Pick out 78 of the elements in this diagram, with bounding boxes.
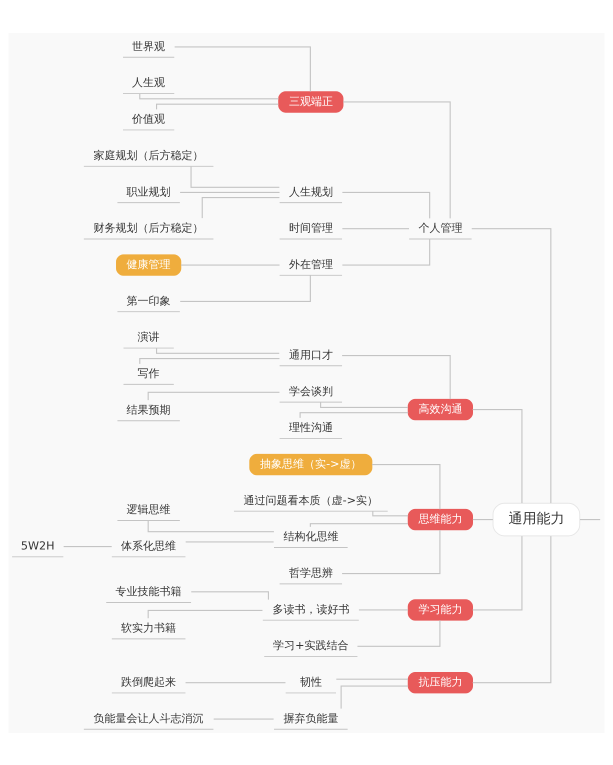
- connector: [180, 274, 311, 302]
- node-box: 学习能力: [408, 598, 473, 620]
- connector: [336, 678, 408, 680]
- node-text: 负能量会让人斗志消沉: [94, 711, 204, 724]
- node-text: 逻辑思维: [126, 502, 171, 516]
- node-text: 学习+实践结合: [273, 638, 349, 652]
- node-box: 通用能力: [492, 502, 580, 536]
- node-text: 通过问题看本质（虚->实）: [244, 493, 378, 506]
- node-text: 世界观: [132, 39, 166, 52]
- node-text: 软实力书籍: [121, 620, 176, 634]
- node-text: 5W2H: [20, 538, 55, 552]
- connector: [148, 391, 280, 400]
- connector: [343, 100, 451, 218]
- node-text: 价值观: [132, 112, 166, 126]
- connector: [320, 402, 408, 408]
- connector: [156, 348, 280, 354]
- node-text: 专业技能书籍: [116, 584, 182, 598]
- node-text: 韧性: [300, 675, 322, 688]
- node-text: 职业规划: [126, 184, 171, 198]
- node-text: 财务规划（后方稳定）: [94, 221, 204, 234]
- connector: [191, 590, 269, 600]
- node-box: 抽象思维（实->虚）: [249, 453, 372, 475]
- connector: [342, 238, 430, 266]
- node-box: 健康管理: [116, 254, 182, 276]
- connector: [180, 264, 280, 266]
- node-text: 家庭规划（后方稳定）: [94, 148, 204, 162]
- node-box: 思维能力: [408, 508, 473, 530]
- connector: [186, 540, 274, 542]
- connector: [214, 718, 274, 720]
- node-text: 跌倒爬起来: [121, 675, 176, 688]
- node-text: 学会谈判: [288, 384, 333, 398]
- connector: [148, 609, 262, 618]
- node-text: 外在管理: [288, 257, 333, 270]
- connector: [202, 196, 280, 218]
- node-text: 人生观: [132, 76, 166, 89]
- connector: [357, 620, 440, 646]
- connector: [472, 536, 552, 683]
- connector: [186, 682, 286, 683]
- node-text: 体系化思维: [121, 538, 176, 552]
- node-text: 结果预期: [126, 402, 171, 416]
- node-box: 高效沟通: [408, 398, 473, 420]
- connector: [190, 166, 280, 188]
- connector: [372, 510, 408, 516]
- node-text: 多读书，读好书: [272, 602, 350, 616]
- node-text: 哲学思辨: [288, 566, 333, 579]
- connector: [64, 546, 112, 547]
- connector: [358, 608, 408, 610]
- connector: [180, 191, 280, 192]
- connector: [174, 46, 311, 92]
- connector: [300, 412, 408, 418]
- connector: [139, 358, 280, 364]
- connector: [472, 518, 493, 520]
- connector: [372, 464, 440, 509]
- connector: [342, 228, 410, 229]
- connector: [342, 354, 451, 399]
- connector: [580, 518, 600, 520]
- node-text: 摒弃负能量: [283, 711, 338, 724]
- connector: [472, 536, 522, 610]
- connector: [472, 228, 552, 503]
- node-box: 抗压能力: [408, 671, 473, 693]
- node-text: 通用口才: [288, 348, 333, 361]
- node-text: 写作: [138, 366, 160, 380]
- node-box: 三观端正: [278, 90, 344, 112]
- node-text: 时间管理: [288, 221, 333, 234]
- connector: [340, 685, 408, 708]
- node-text: 演讲: [138, 330, 160, 344]
- connector: [310, 522, 408, 526]
- node-text: 结构化思维: [283, 530, 338, 543]
- connector: [472, 408, 522, 503]
- node-text: 个人管理: [418, 221, 462, 234]
- node-text: 理性沟通: [288, 420, 333, 434]
- connector: [156, 103, 278, 109]
- node-text: 第一印象: [126, 294, 171, 307]
- connector: [148, 520, 274, 532]
- connector: [342, 529, 440, 574]
- connector: [139, 93, 279, 99]
- node-text: 人生规划: [288, 184, 333, 198]
- connector: [342, 191, 430, 218]
